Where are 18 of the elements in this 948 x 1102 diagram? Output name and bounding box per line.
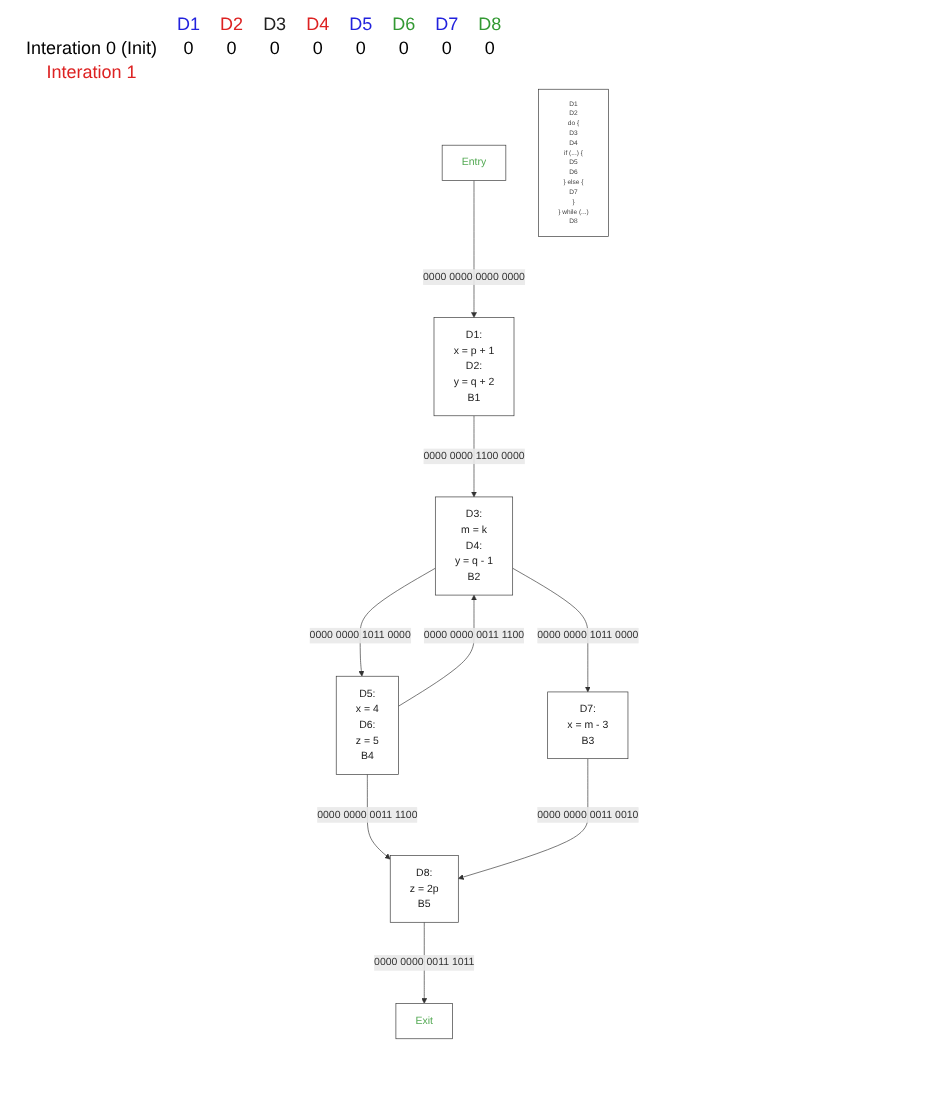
column-header: D8 [478, 14, 502, 34]
column-header: D4 [306, 14, 330, 34]
row-header: Interation 1 [46, 62, 137, 82]
table-value: 0 [226, 38, 237, 58]
column-header: D1 [177, 14, 201, 34]
column-header: D7 [435, 14, 459, 34]
table-value: 0 [398, 38, 409, 58]
column-header: D6 [392, 14, 416, 34]
column-header: D5 [349, 14, 373, 34]
table-value: 0 [183, 38, 194, 58]
table-value: 0 [355, 38, 366, 58]
table-value: 0 [269, 38, 280, 58]
column-header: D3 [263, 14, 287, 34]
column-header: D2 [220, 14, 244, 34]
table-value: 0 [312, 38, 323, 58]
table-value: 0 [441, 38, 452, 58]
row-header: Interation 0 (Init) [26, 38, 158, 58]
table-value: 0 [484, 38, 495, 58]
